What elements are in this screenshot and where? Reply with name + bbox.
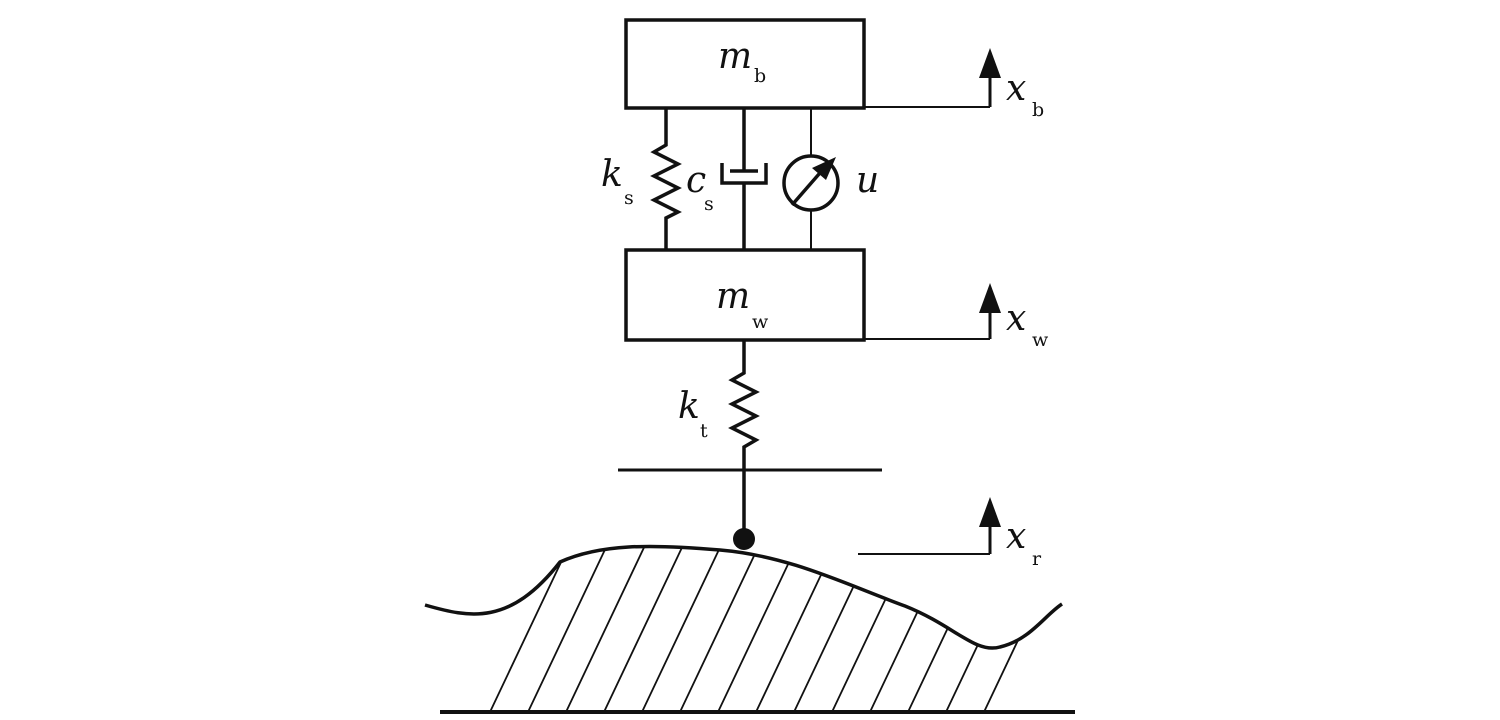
xr-label: x	[1006, 516, 1026, 557]
wheel-displacement-arrow	[864, 283, 1001, 340]
road-surface-curve	[424, 544, 1063, 650]
road-displacement-arrow	[858, 497, 1001, 555]
damper-cs-subscript: s	[704, 193, 714, 215]
body-mass-subscript: b	[754, 65, 766, 87]
actuator	[782, 108, 840, 250]
spring-ks-subscript: s	[624, 187, 634, 209]
wheel-mass-subscript: w	[752, 311, 769, 333]
damper-cs-label: c	[686, 160, 706, 201]
xw-subscript: w	[1032, 329, 1049, 351]
wheel-mass-label: m	[716, 276, 750, 317]
tire-spring	[728, 340, 760, 538]
body-mass-block: m b	[624, 18, 866, 110]
contact-point	[733, 528, 755, 550]
road-hatching	[489, 546, 1062, 712]
xb-label: x	[1006, 68, 1026, 109]
xr-subscript: r	[1032, 548, 1042, 570]
actuator-label: u	[856, 160, 879, 201]
wheel-mass-block: m w	[624, 248, 866, 342]
xb-subscript: b	[1032, 99, 1044, 121]
tire-kt-subscript: t	[700, 420, 708, 442]
body-mass-label: m	[718, 36, 752, 77]
xw-label: x	[1006, 298, 1026, 339]
suspension-damper	[720, 108, 768, 250]
body-displacement-arrow	[864, 48, 1001, 108]
tire-kt-label: k	[678, 386, 700, 427]
spring-ks-label: k	[601, 154, 623, 195]
road-profile	[424, 544, 1075, 714]
suspension-spring	[650, 108, 682, 250]
